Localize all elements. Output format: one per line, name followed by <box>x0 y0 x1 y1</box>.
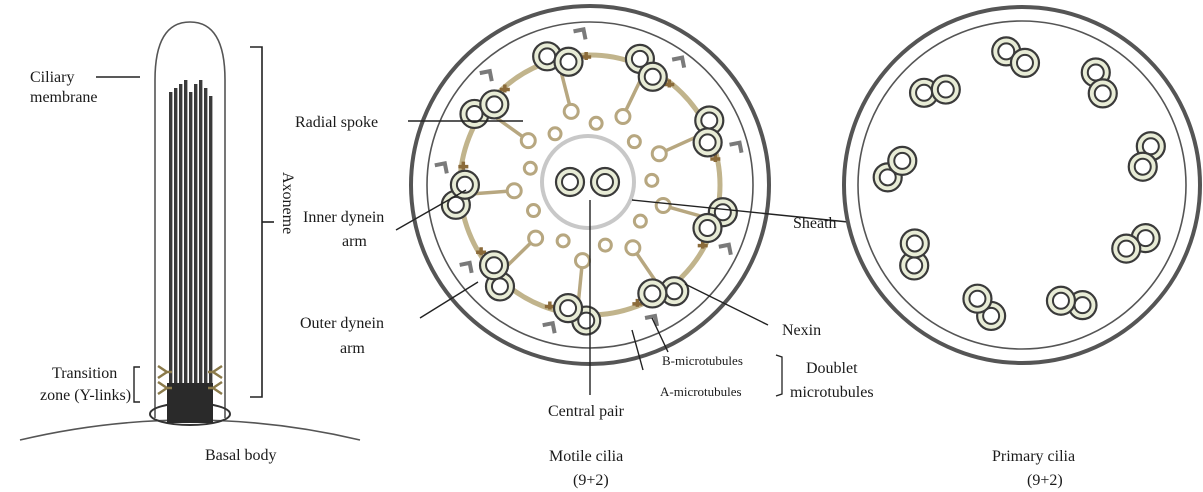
basal-body-label: Basal body <box>205 447 277 464</box>
spoke-knob <box>557 235 569 247</box>
b-microtubules-label: B-microtubules <box>662 353 743 368</box>
tubule-inner <box>1075 297 1091 313</box>
tubule-inner <box>486 257 502 273</box>
tubule-inner <box>560 54 576 70</box>
doublet-label-1: Doublet <box>806 360 858 377</box>
tubule-inner <box>969 291 985 307</box>
spoke-head <box>656 199 670 213</box>
tubule-inner <box>1088 65 1104 81</box>
a-microtubules-label: A-microtubules <box>660 384 742 399</box>
primary-doublet <box>900 229 929 279</box>
tubule-inner <box>1095 85 1111 101</box>
microtubule-doublet <box>694 106 724 156</box>
spoke-knob <box>646 174 658 186</box>
nexin-label: Nexin <box>782 322 821 339</box>
cilium-side-view: Axoneme Ciliary membrane Transition zone… <box>20 22 360 464</box>
motile-caption-2: (9+2) <box>573 472 609 489</box>
doublet-bracket <box>776 355 782 396</box>
spoke-head <box>564 104 578 118</box>
axoneme-rod <box>179 84 182 410</box>
transition-block <box>167 383 213 423</box>
tubule-inner <box>701 112 717 128</box>
tubule-inner <box>666 283 682 299</box>
axoneme-rods <box>169 80 212 410</box>
ciliary-membrane-label-1: Ciliary <box>30 69 74 86</box>
spoke-knob <box>590 117 602 129</box>
transition-zone-label-1: Transition <box>52 365 117 382</box>
axoneme-rod <box>194 84 197 410</box>
axoneme-rod <box>204 88 207 410</box>
spoke-head <box>507 184 521 198</box>
spoke-knob <box>528 205 540 217</box>
transition-bracket <box>134 367 140 402</box>
axoneme-rod <box>184 80 187 410</box>
tubule-inner <box>1118 241 1134 257</box>
spoke-knob <box>524 162 536 174</box>
inner-dynein-label-1: Inner dynein <box>303 209 384 226</box>
axoneme-rod <box>199 80 202 410</box>
motile-cilia-cross-section: Radial spoke Inner dynein arm Outer dyne… <box>295 6 874 489</box>
spoke-knob <box>634 215 646 227</box>
tubule-inner <box>906 257 922 273</box>
outer-dynein-label-2: arm <box>340 340 365 357</box>
tubule-inner <box>560 300 576 316</box>
tubule-inner <box>894 153 910 169</box>
spoke-knob <box>628 136 640 148</box>
tubule-inner <box>907 235 923 251</box>
primary-doublet <box>1047 287 1097 319</box>
axoneme-bracket <box>250 47 262 397</box>
radial-spoke-label: Radial spoke <box>295 114 378 131</box>
spoke-head <box>521 134 535 148</box>
primary-cilia-cross-section: Primary cilia (9+2) <box>844 7 1200 489</box>
axoneme-rod <box>174 88 177 410</box>
spoke-head <box>652 147 666 161</box>
tubule-inner <box>1017 55 1033 71</box>
tubule-inner <box>539 48 555 64</box>
axoneme-rod <box>209 96 212 410</box>
tubule-inner <box>699 220 715 236</box>
spoke-head <box>616 110 630 124</box>
primary-doublet <box>910 76 960 107</box>
axoneme-rod <box>189 92 192 410</box>
outer-dynein-label-1: Outer dynein <box>300 315 384 332</box>
central-pair-label: Central pair <box>548 403 625 420</box>
primary-caption-1: Primary cilia <box>992 448 1075 465</box>
spoke-head <box>575 254 589 268</box>
tubule-inner <box>492 278 508 294</box>
tubule-inner <box>916 85 932 101</box>
sheath-label: Sheath <box>793 215 837 232</box>
inner-dynein-label-2: arm <box>342 233 367 250</box>
tubule-inner <box>486 96 502 112</box>
tubule-inner <box>1135 159 1151 175</box>
tubule-inner <box>700 134 716 150</box>
axoneme-rod <box>169 92 172 410</box>
spoke-head <box>626 241 640 255</box>
spoke-knob <box>549 128 561 140</box>
spoke-knob <box>599 239 611 251</box>
primary-caption-2: (9+2) <box>1027 472 1063 489</box>
doublet-label-2: microtubules <box>790 384 874 401</box>
transition-zone-label-2: zone (Y-links) <box>40 387 131 404</box>
tubule-inner <box>938 82 954 98</box>
microtubule-doublet <box>638 277 688 307</box>
motile-caption-1: Motile cilia <box>549 448 623 465</box>
tubule-inner <box>644 285 660 301</box>
tubule-inner <box>1053 293 1069 309</box>
axoneme-label: Axoneme <box>279 172 296 234</box>
ciliary-membrane-label-2: membrane <box>30 89 98 106</box>
tubule-inner <box>645 69 661 85</box>
spoke-head <box>529 231 543 245</box>
